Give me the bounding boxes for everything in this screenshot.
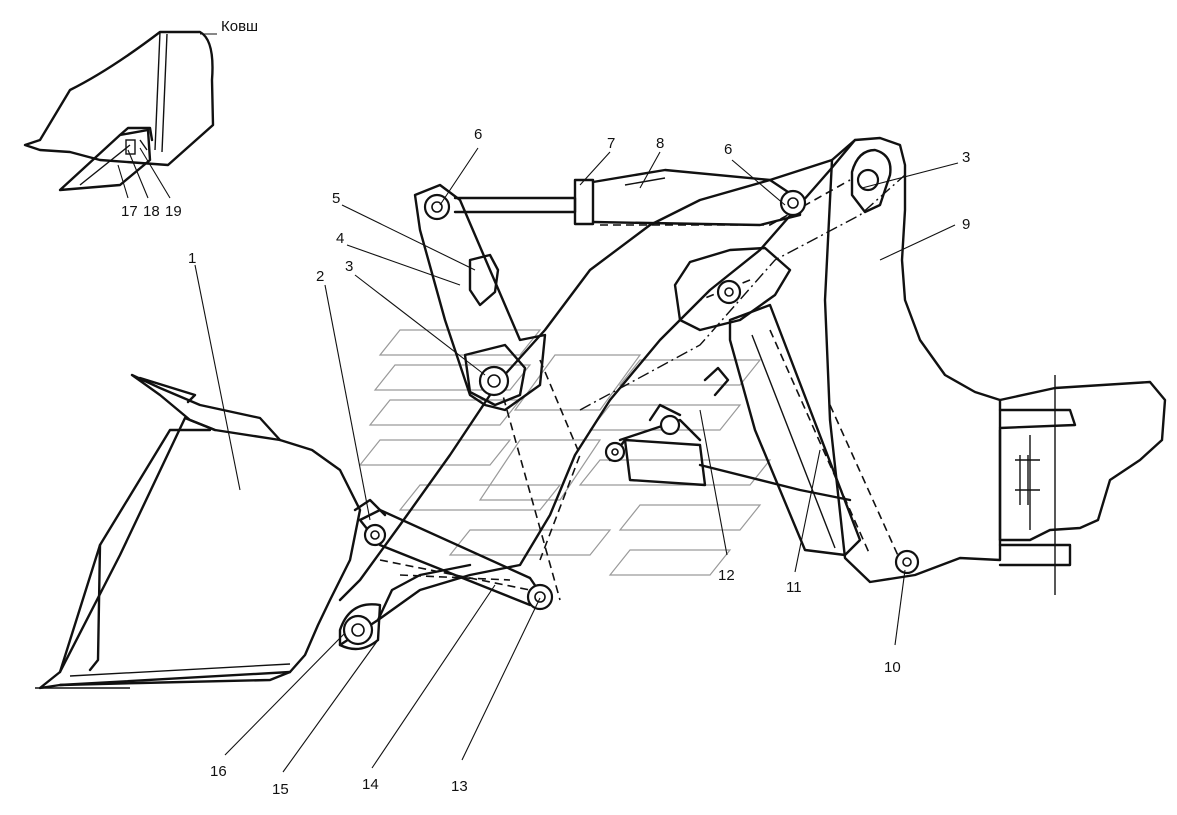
callout-3-left: 3: [345, 258, 353, 275]
pins: [342, 148, 920, 646]
callout-16: 16: [210, 763, 227, 780]
pin-cross: [659, 414, 681, 436]
callout-7: 7: [607, 135, 615, 152]
callout-5: 5: [332, 190, 340, 207]
inset-title: Ковш: [221, 18, 258, 35]
bucket: [35, 373, 362, 690]
callout-12: 12: [718, 567, 735, 584]
callout-8: 8: [656, 135, 664, 152]
boom-upper: [673, 246, 792, 332]
callout-17: 17: [121, 203, 138, 220]
inset-bucket-tooth: [23, 30, 217, 192]
callout-19: 19: [165, 203, 182, 220]
callout-3-right: 3: [962, 149, 970, 166]
callout-18: 18: [143, 203, 160, 220]
watermark-logo: [358, 329, 772, 576]
callout-1: 1: [188, 250, 196, 267]
lift-cylinder: [728, 303, 871, 557]
callout-2: 2: [316, 268, 324, 285]
callout-13: 13: [451, 778, 468, 795]
labels: Ковш 1 2 3 3 4 5 6 6 7 8 9 10 11 12 13 1…: [121, 18, 970, 798]
callout-10: 10: [884, 659, 901, 676]
hidden-lines: [379, 174, 906, 601]
callout-6-right: 6: [724, 141, 732, 158]
rear-frame: [823, 136, 1167, 595]
tilt-cylinder: [453, 168, 802, 227]
callout-4: 4: [336, 230, 344, 247]
leader-lines: [117, 147, 959, 773]
callout-14: 14: [362, 776, 379, 793]
callout-6-left: 6: [474, 126, 482, 143]
callout-15: 15: [272, 781, 289, 798]
callout-11: 11: [786, 579, 802, 596]
callout-9: 9: [962, 216, 970, 233]
boom-pivot-lug: [850, 148, 892, 214]
